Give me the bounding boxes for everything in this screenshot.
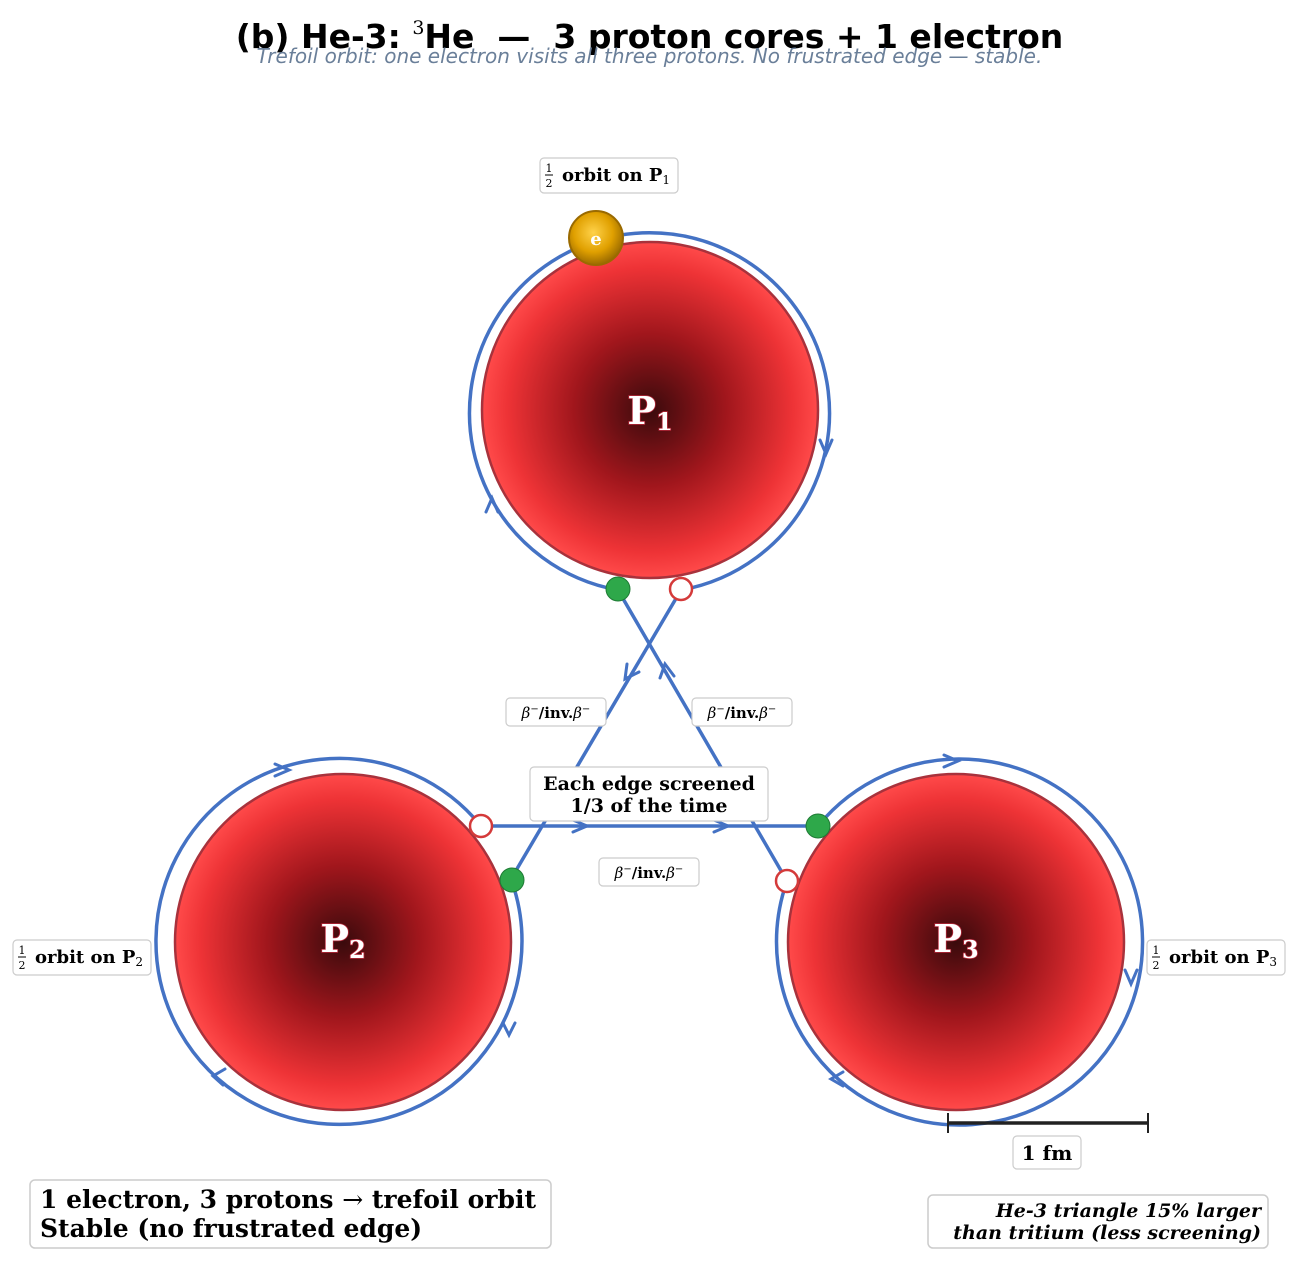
red-ring-marker: [774, 868, 800, 894]
arrow-icon: [942, 753, 962, 769]
arrow-icon: [210, 1067, 227, 1087]
arrow-icon: [571, 818, 591, 834]
note-line-2: than tritium (less screening): [953, 1222, 1261, 1244]
note-box: He-3 triangle 15% larger than tritium (l…: [927, 1194, 1269, 1249]
proton-p3: P3: [786, 772, 1126, 1112]
note-line-1: He-3 triangle 15% larger: [995, 1200, 1263, 1222]
screening-box: Each edge screened 1/3 of the time: [529, 766, 769, 822]
proton-core: [480, 240, 820, 580]
orbit-arrows: [210, 438, 1139, 1088]
beta-label-text: β−/inv.β−: [707, 704, 777, 722]
orbit-label-text: orbit on P2: [35, 947, 143, 969]
arrow-icon: [828, 1070, 845, 1088]
electron-label: e: [590, 229, 601, 250]
arrow-icon: [1123, 968, 1139, 988]
arrow-icon: [623, 662, 641, 682]
green-marker: [605, 576, 631, 602]
screening-line-2: 1/3 of the time: [571, 795, 728, 817]
frac-den: 2: [1153, 959, 1160, 972]
diagram-title: (b) He-3: 3He — 3 proton cores + 1 elect…: [0, 8, 1299, 57]
junction-markers: [468, 576, 831, 894]
frac-num: 1: [546, 162, 553, 175]
orbit-arc-p3: [774, 757, 1145, 1127]
arrow-icon: [501, 1021, 517, 1039]
beta-label-text: β−/inv.β−: [521, 704, 591, 722]
scale-bar-label: 1 fm: [1022, 1141, 1073, 1165]
proton-core: [786, 772, 1126, 1112]
proton-label: P1: [627, 388, 672, 436]
orbit-arc-p2: [154, 756, 524, 1127]
transfer-lines: [481, 589, 818, 882]
frac-den: 2: [19, 959, 26, 972]
summary-line-1: 1 electron, 3 protons → trefoil orbit: [40, 1185, 536, 1214]
screening-line-1: Each edge screened: [543, 773, 755, 795]
title-prefix: (b) He-3:: [235, 17, 413, 56]
beta-label-bottom: β−/inv.β−: [598, 857, 700, 887]
green-marker: [499, 867, 525, 893]
arrow-icon: [273, 762, 293, 778]
summary-line-2: Stable (no frustrated edge): [40, 1214, 422, 1243]
red-ring-marker: [468, 813, 494, 839]
arrow-icon: [712, 818, 732, 834]
title-isotope-mass: 3: [412, 17, 425, 39]
summary-box: 1 electron, 3 protons → trefoil orbit St…: [29, 1179, 552, 1249]
diagram-subtitle: Trefoil orbit: one electron visits all t…: [256, 44, 1043, 68]
arrow-icon: [818, 438, 834, 458]
title-suffix: — 3 proton cores + 1 electron: [474, 17, 1064, 56]
proton-p1: P1: [480, 240, 820, 580]
green-marker: [805, 813, 831, 839]
frac-num: 1: [19, 944, 26, 957]
orbit-label-p3: 1 2 orbit on P3: [1146, 939, 1286, 976]
transfer-line-p1-p2: [509, 589, 683, 880]
orbit-label-text: orbit on P1: [562, 165, 670, 187]
beta-label-left: β−/inv.β−: [505, 697, 607, 727]
orbit-arc-p1: [467, 231, 832, 592]
orbit-label-p1: 1 2 orbit on P1: [539, 157, 679, 194]
red-ring-marker: [668, 576, 694, 602]
frac-num: 1: [1153, 944, 1160, 957]
frac-den: 2: [546, 177, 553, 190]
arrow-icon: [658, 660, 676, 680]
orbit-arcs: [154, 231, 1145, 1127]
proton-label: P2: [320, 916, 365, 964]
electron-ball: [568, 210, 624, 266]
beta-label-text: β−/inv.β−: [614, 864, 684, 882]
proton-p2: P2: [173, 772, 513, 1112]
proton-core: [173, 772, 513, 1112]
orbit-label-p2: 1 2 orbit on P2: [12, 939, 152, 976]
beta-label-right: β−/inv.β−: [691, 697, 793, 727]
orbit-label-text: orbit on P3: [1169, 947, 1277, 969]
electron: e: [568, 210, 624, 266]
title-element: He: [424, 17, 475, 56]
transfer-line-p3-p1: [616, 589, 789, 882]
scale-bar: 1 fm: [947, 1113, 1149, 1170]
arrow-icon: [484, 494, 500, 514]
proton-label: P3: [933, 916, 978, 964]
